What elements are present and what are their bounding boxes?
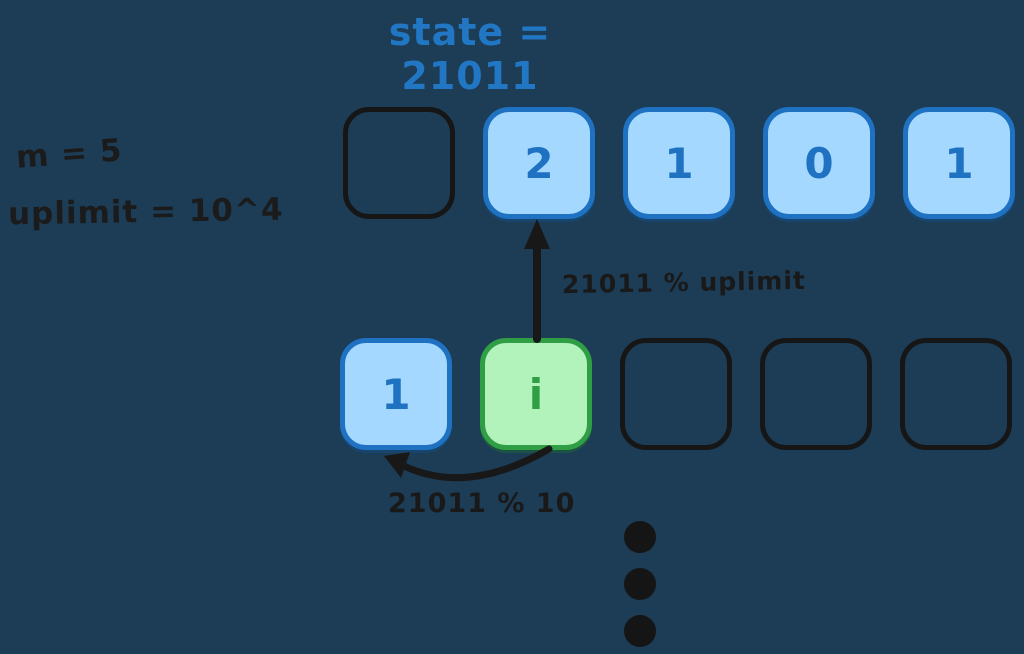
cell-top-4: 1 — [903, 107, 1015, 219]
cell-bottom-2 — [620, 338, 732, 450]
cell-value: 1 — [664, 138, 694, 188]
cell-value: 1 — [381, 369, 411, 419]
array-row-top: 2 1 0 1 — [343, 107, 1015, 219]
cell-top-1: 2 — [483, 107, 595, 219]
cell-bottom-0: 1 — [340, 338, 452, 450]
cell-top-0 — [343, 107, 455, 219]
cell-bottom-4 — [900, 338, 1012, 450]
array-row-bottom: 1 i — [340, 338, 1012, 450]
ellipsis-dot — [624, 521, 656, 553]
cell-value: 0 — [804, 138, 834, 188]
cell-value: 1 — [944, 138, 974, 188]
cell-top-3: 0 — [763, 107, 875, 219]
arrow-up-icon — [524, 219, 550, 343]
cell-value: i — [528, 369, 544, 419]
cell-bottom-1-cursor-i: i — [480, 338, 592, 450]
diagram-title: state = 21011 — [388, 10, 552, 98]
arrow-up-label: 21011 % uplimit — [561, 265, 807, 300]
ellipsis-dot — [624, 615, 656, 647]
cell-top-2: 1 — [623, 107, 735, 219]
arrow-curve-label: 21011 % 10 — [388, 488, 576, 519]
cell-bottom-3 — [760, 338, 872, 450]
ellipsis-dot — [624, 568, 656, 600]
variable-m: m = 5 — [14, 132, 124, 176]
cell-value: 2 — [524, 138, 554, 188]
arrow-curve-left-icon — [384, 445, 553, 482]
variable-uplimit: uplimit = 10^4 — [7, 191, 284, 233]
